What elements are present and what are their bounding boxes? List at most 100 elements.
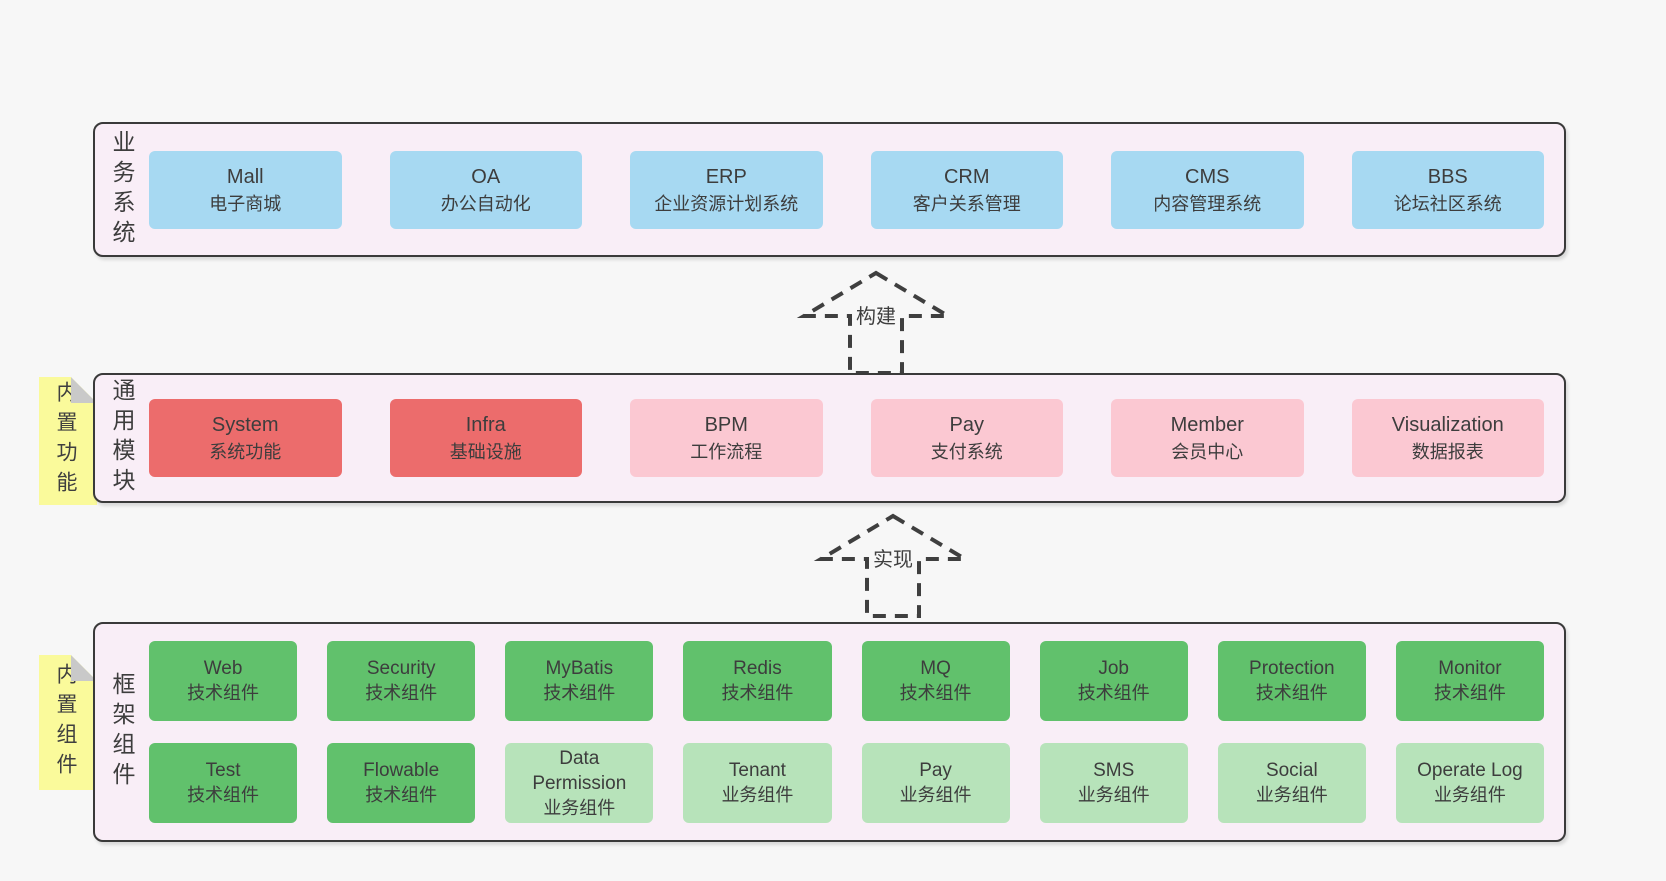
box-web: Web 技术组件 [149,641,298,721]
box-desc: 技术组件 [187,785,260,805]
box-desc: 技术组件 [543,683,616,703]
sticky-note-built-in-components: 内置组件 [39,655,97,790]
box-visualization: Visualization 数据报表 [1351,399,1544,477]
sticky-note-text: 内置组件 [54,662,77,783]
box-desc: 技术组件 [899,683,972,703]
dashed-up-arrow-icon [796,270,956,375]
box-name: Flowable [363,760,440,781]
box-bbs: BBS 论坛社区系统 [1351,150,1544,229]
box-desc: 系统功能 [209,442,282,462]
box-member: Member 会员中心 [1111,399,1304,477]
box-desc: 技术组件 [365,785,438,805]
box-mall: Mall 电子商城 [149,150,342,229]
layer-label-business-systems: 业务系统 [109,129,135,250]
business-systems-row: Mall 电子商城 OA 办公自动化 ERP 企业资源计划系统 CRM 客户关系… [149,150,1564,229]
arrow-build-label: 构建 [852,299,900,330]
sticky-note-built-in-features: 内置功能 [39,377,97,505]
box-desc: 内容管理系统 [1153,193,1262,214]
box-name: Pay [949,414,984,436]
box-desc: 技术组件 [187,683,260,703]
box-mybatis: MyBatis 技术组件 [505,641,654,721]
box-desc: 业务组件 [721,785,794,805]
box-test: Test 技术组件 [149,743,298,823]
box-monitor: Monitor 技术组件 [1395,641,1544,721]
box-security: Security 技术组件 [327,641,476,721]
box-name: Operate Log [1417,760,1523,781]
box-name: System [211,414,279,436]
box-desc: 业务组件 [1255,785,1328,805]
box-redis: Redis 技术组件 [683,641,832,721]
box-name: CRM [943,165,990,188]
box-flowable: Flowable 技术组件 [327,743,476,823]
arrow-build: 构建 [796,270,956,376]
box-desc: 业务组件 [543,797,616,818]
box-infra: Infra 基础设施 [389,399,582,477]
box-name: Web [203,658,243,679]
box-bpm: BPM 工作流程 [630,399,823,477]
box-erp: ERP 企业资源计划系统 [630,150,823,229]
box-desc: 办公自动化 [440,193,531,214]
box-name: ERP [705,165,747,188]
box-name: Data Permission [532,747,627,794]
box-desc: 工作流程 [690,442,763,462]
box-name: Mall [226,165,264,188]
box-social: Social 业务组件 [1217,743,1366,823]
box-desc: 客户关系管理 [912,193,1021,214]
box-name: OA [471,165,501,188]
box-name: Job [1098,658,1129,679]
framework-components-grid: Web 技术组件 Security 技术组件 MyBatis 技术组件 Redi… [149,641,1564,823]
box-desc: 电子商城 [209,193,282,214]
box-name: Visualization [1391,414,1504,436]
box-protection: Protection 技术组件 [1217,641,1366,721]
layer-label-framework-components: 框架组件 [109,672,135,792]
box-tenant: Tenant 业务组件 [683,743,832,823]
box-desc: 论坛社区系统 [1393,193,1502,214]
box-data-permission: Data Permission 业务组件 [505,743,654,823]
layer-label-common-modules: 通用模块 [109,378,135,498]
box-name: Security [366,658,436,679]
box-name: Tenant [728,760,786,781]
box-name: Social [1265,760,1318,781]
box-operate-log: Operate Log 业务组件 [1395,743,1544,823]
box-job: Job 技术组件 [1039,641,1188,721]
box-name: Member [1170,414,1244,436]
box-mq: MQ 技术组件 [861,641,1010,721]
box-desc: 支付系统 [930,442,1003,462]
box-name: CMS [1185,165,1230,188]
box-cms: CMS 内容管理系统 [1111,150,1304,229]
box-desc: 业务组件 [1433,785,1506,805]
arrow-implement: 实现 [813,513,973,619]
arrow-implement-label: 实现 [869,542,917,573]
box-desc: 企业资源计划系统 [654,193,799,214]
sticky-note-text: 内置功能 [54,381,77,501]
box-system: System 系统功能 [149,399,342,477]
layer-framework-components: 框架组件 Web 技术组件 Security 技术组件 MyBatis 技术组件… [93,622,1566,842]
box-desc: 技术组件 [1077,683,1150,703]
box-desc: 会员中心 [1171,442,1244,462]
box-desc: 技术组件 [365,683,438,703]
box-name: Monitor [1438,658,1502,679]
box-name: Test [205,760,241,781]
box-name: BPM [704,414,748,436]
box-pay: Pay 支付系统 [870,399,1063,477]
box-name: MyBatis [545,658,614,679]
box-name: Protection [1249,658,1335,679]
box-desc: 基础设施 [449,442,522,462]
box-name: BBS [1427,165,1468,188]
common-modules-row: System 系统功能 Infra 基础设施 BPM 工作流程 Pay 支付系统… [149,399,1564,477]
box-desc: 业务组件 [1077,785,1150,805]
box-pay-biz: Pay 业务组件 [861,743,1010,823]
box-desc: 技术组件 [721,683,794,703]
box-name: Pay [919,760,952,781]
box-name: Redis [733,658,782,679]
box-name: MQ [920,658,951,679]
box-sms: SMS 业务组件 [1039,743,1188,823]
box-desc: 数据报表 [1411,442,1484,462]
layer-business-systems: 业务系统 Mall 电子商城 OA 办公自动化 ERP 企业资源计划系统 CRM… [93,122,1566,257]
box-name: Infra [465,414,506,436]
box-name: SMS [1093,760,1135,781]
layer-common-modules: 通用模块 System 系统功能 Infra 基础设施 BPM 工作流程 Pay… [93,373,1566,503]
box-oa: OA 办公自动化 [389,150,582,229]
box-desc: 业务组件 [899,785,972,805]
